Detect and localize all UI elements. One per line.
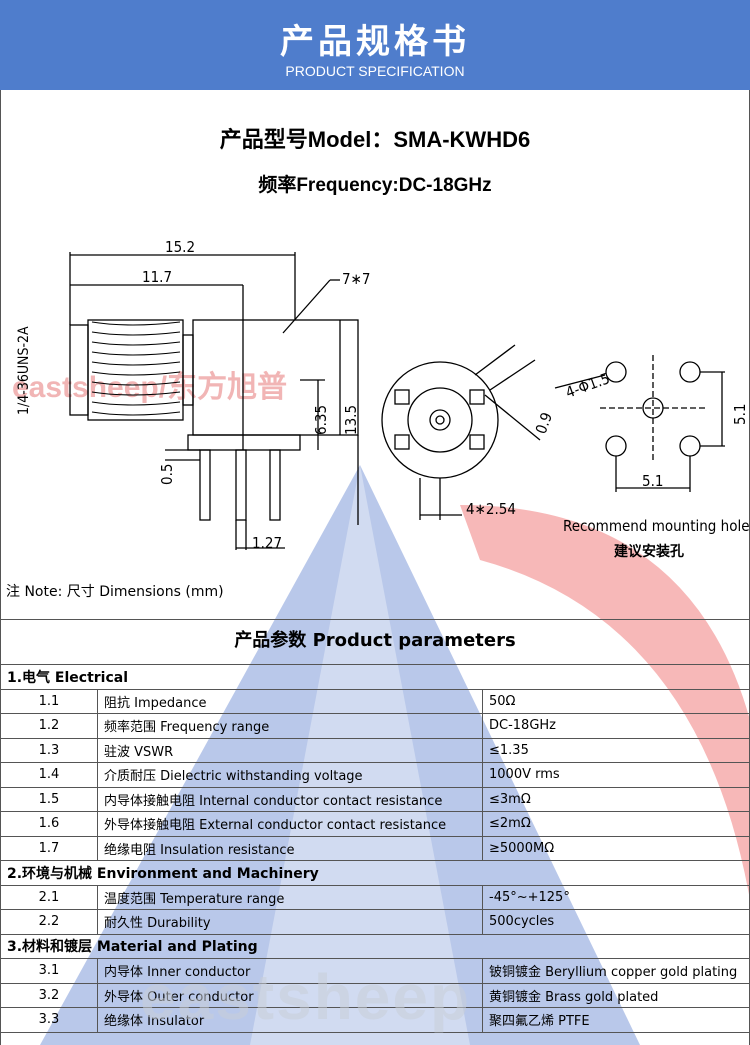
row-number: 3.2 [0, 982, 98, 1008]
row-number: 3.1 [0, 958, 98, 984]
row-number: 1.3 [0, 737, 98, 763]
section-row: 3.材料和镀层 Material and Plating [0, 933, 750, 959]
section-title: 2.环境与机械 Environment and Machinery [0, 860, 750, 886]
dim-4x2-54: 4∗2.54 [466, 500, 516, 518]
row-number: 1.5 [0, 786, 98, 812]
row-number: 1.4 [0, 762, 98, 788]
mounting-hole-label-en: Recommend mounting hole [563, 517, 750, 535]
params-title: 产品参数 Product parameters [0, 619, 750, 665]
model-title: 产品型号Model：SMA-KWHD6 [219, 127, 531, 152]
row-number: 1.7 [0, 835, 98, 861]
front-flange-circle [381, 361, 499, 479]
connector-nut [69, 324, 89, 416]
title-en: PRODUCT SPECIFICATION [285, 63, 465, 79]
param-value: 1000V rms [482, 762, 750, 788]
param-name: 绝缘电阻 Insulation resistance [97, 835, 483, 861]
mounting-hole-label-cn: 建议安装孔 [614, 544, 684, 560]
param-value: DC-18GHz [482, 713, 750, 739]
pin-left [199, 449, 211, 521]
row-number: 2.1 [0, 884, 98, 910]
dim-7x7: 7∗7 [342, 270, 370, 288]
watermark-text-bottom: eastsheep [140, 961, 472, 1033]
section-row: 2.环境与机械 Environment and Machinery [0, 860, 750, 886]
row-number: 1.1 [0, 688, 98, 714]
param-value: ≤2mΩ [482, 811, 750, 837]
param-name: 频率范围 Frequency range [97, 713, 483, 739]
dim-15-2: 15.2 [165, 238, 195, 256]
dim-0-5: 0.5 [158, 464, 176, 485]
param-name: 阻抗 Impedance [97, 688, 483, 714]
param-value: 铍铜镀金 Beryllium copper gold plating [482, 958, 750, 984]
title-cn: 产品规格书 [280, 22, 470, 62]
dim-6-35: 6.35 [312, 405, 330, 435]
header-banner: 产品规格书 PRODUCT SPECIFICATION [0, 0, 750, 90]
row-number: 1.2 [0, 713, 98, 739]
param-value: ≤3mΩ [482, 786, 750, 812]
row-number: 3.3 [0, 1007, 98, 1033]
param-value: 500cycles [482, 909, 750, 935]
param-name: 耐久性 Durability [97, 909, 483, 935]
dim-0-9: 0.9 [532, 410, 556, 436]
connector-body [192, 319, 359, 436]
frequency-title: 频率Frequency:DC-18GHz [258, 175, 492, 196]
connector-base [187, 434, 301, 451]
param-value: 50Ω [482, 688, 750, 714]
param-name: 温度范围 Temperature range [97, 884, 483, 910]
param-value: 聚四氟乙烯 PTFE [482, 1007, 750, 1033]
dim-13-5: 13.5 [342, 405, 360, 435]
dim-hole-dia: 4-Φ1.5 [563, 369, 612, 401]
section-title: 1.电气 Electrical [0, 664, 750, 690]
pin-right [269, 449, 281, 521]
param-value: 黄铜镀金 Brass gold plated [482, 982, 750, 1008]
param-name: 驻波 VSWR [97, 737, 483, 763]
param-value: ≥5000MΩ [482, 835, 750, 861]
dimension-drawing: 15.2 11.7 7∗7 1/4-36UNS-2A 6.35 13.5 0.5… [16, 238, 749, 552]
param-value: -45°~+125° [482, 884, 750, 910]
dim-11-7: 11.7 [142, 268, 172, 286]
thread-lines [91, 321, 181, 416]
row-number: 1.6 [0, 811, 98, 837]
param-name: 介质耐压 Dielectric withstanding voltage [97, 762, 483, 788]
connector-flange [182, 334, 194, 406]
param-value: ≤1.35 [482, 737, 750, 763]
watermark-text-top: eastsheep/东方旭普 [12, 371, 288, 404]
param-name: 外导体 Outer conductor [97, 982, 483, 1008]
param-name: 绝缘体 Insulator [97, 1007, 483, 1033]
pin-center [235, 449, 247, 521]
dim-5-1-horizontal: 5.1 [642, 472, 663, 490]
dim-5-1-vertical: 5.1 [731, 404, 749, 425]
section-row: 1.电气 Electrical [0, 664, 750, 690]
row-number: 2.2 [0, 909, 98, 935]
thread-spec: 1/4-36UNS-2A [16, 326, 32, 415]
param-name: 外导体接触电阻 External conductor contact resis… [97, 811, 483, 837]
dim-1-27: 1.27 [252, 534, 282, 552]
dimensions-note: 注 Note: 尺寸 Dimensions (mm) [6, 584, 224, 600]
section-title: 3.材料和镀层 Material and Plating [0, 933, 750, 959]
param-name: 内导体接触电阻 Internal conductor contact resis… [97, 786, 483, 812]
